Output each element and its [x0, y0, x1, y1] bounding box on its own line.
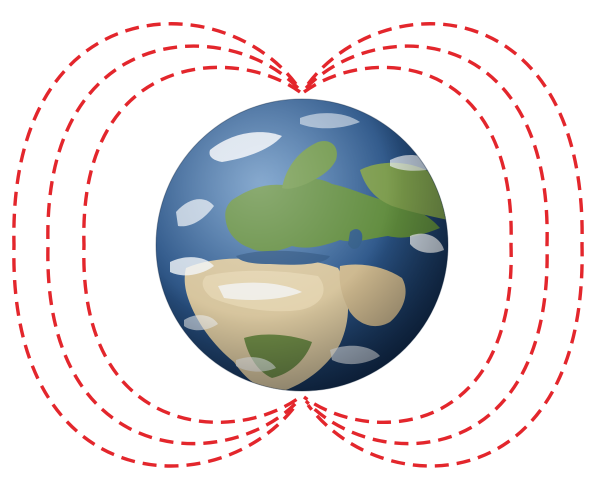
field-line-left-outer — [12, 22, 298, 468]
field-line-right-inner — [302, 65, 513, 424]
field-line-right-middle — [304, 44, 549, 446]
field-line-left-middle — [46, 44, 300, 446]
field-line-right-outer — [306, 22, 584, 468]
field-line-left-inner — [82, 65, 302, 424]
magnetic-field-lines — [12, 22, 584, 468]
earth-globe-icon — [155, 98, 449, 392]
